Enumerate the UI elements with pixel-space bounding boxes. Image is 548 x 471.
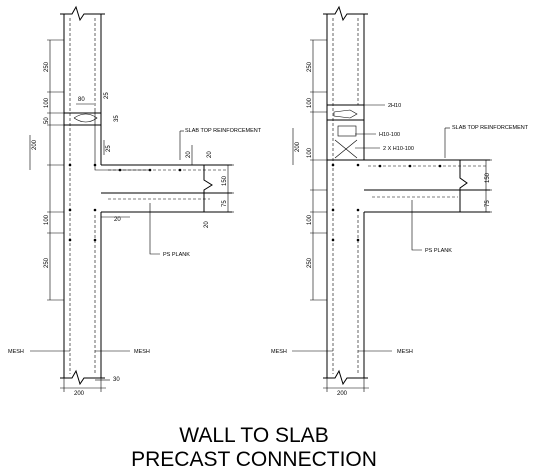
- left-dim-150: 150: [222, 175, 228, 186]
- left-dim-75: 75: [222, 200, 228, 207]
- right-dim-75: 75: [485, 200, 491, 207]
- right-label-slab-top: SLAB TOP REINFORCEMENT: [452, 125, 529, 131]
- right-dim-250-top: 250: [307, 61, 313, 72]
- left-break-bottom: [60, 369, 105, 386]
- left-label-slab-top: SLAB TOP REINFORCEMENT: [185, 128, 262, 134]
- left-dim-100-top: 100: [44, 97, 50, 108]
- left-dim-50: 50: [44, 117, 50, 124]
- right-loop-bar: [333, 109, 358, 119]
- left-dim-20-d: 20: [204, 221, 210, 228]
- left-label-ps-plank: PS PLANK: [163, 252, 190, 258]
- right-dim-ticks: [292, 39, 327, 301]
- right-label-mesh-left: MESH: [271, 349, 287, 355]
- right-slab-break: [459, 160, 468, 212]
- left-dim-30: 30: [113, 377, 120, 383]
- title-line-1: WALL TO SLAB: [179, 424, 328, 447]
- left-break-top: [60, 5, 105, 22]
- right-dim-100-top: 100: [307, 97, 313, 108]
- left-dim-200-width: 200: [74, 391, 85, 397]
- right-dim-100-mid: 100: [307, 147, 313, 158]
- left-slab-break: [203, 165, 213, 212]
- left-dim-20-a: 20: [186, 151, 192, 158]
- left-dim-200: 200: [32, 139, 38, 150]
- left-dim-25-mid: 25: [106, 145, 112, 152]
- left-hook-bar: [94, 110, 150, 171]
- left-dim-25-top: 25: [104, 92, 110, 99]
- right-grout-pocket: [326, 104, 365, 161]
- right-dim-150: 150: [485, 172, 491, 183]
- left-dim-35: 35: [114, 115, 120, 122]
- left-dim-250-top: 250: [44, 61, 50, 72]
- left-plank-leader: [149, 203, 160, 255]
- right-tie-bar: [337, 125, 357, 137]
- left-detail: 250 100 50 200 100 250 80 25 35 25 20 20…: [8, 5, 262, 397]
- right-break-bottom: [323, 369, 368, 386]
- right-dim-100-bottom: 100: [307, 214, 313, 225]
- left-dim-250-bottom: 250: [44, 257, 50, 268]
- right-label-ps-plank: PS PLANK: [425, 248, 452, 254]
- right-plank-leader: [411, 200, 422, 251]
- right-dim-200: 200: [295, 141, 301, 152]
- right-label-2xh10-100: 2 X H10-100: [383, 146, 414, 152]
- right-dim-200-width: 200: [337, 391, 348, 397]
- right-break-top: [323, 5, 368, 22]
- title-line-2: PRECAST CONNECTION: [131, 448, 377, 471]
- left-dim-80: 80: [78, 97, 85, 103]
- right-label-h10-100: H10-100: [379, 132, 400, 138]
- right-cross-bar-2: [334, 139, 358, 159]
- right-detail: 250 100 200 100 100 250 150 75 200 2H10 …: [271, 5, 529, 397]
- right-label-2h10: 2H10: [388, 103, 401, 109]
- left-dim-20-b: 20: [207, 151, 213, 158]
- left-dim-20-c: 20: [114, 217, 121, 223]
- left-dim-100-bottom: 100: [44, 214, 50, 225]
- left-label-mesh-right: MESH: [134, 349, 150, 355]
- left-joint-loop-bar: [73, 113, 98, 123]
- right-label-mesh-right: MESH: [397, 349, 413, 355]
- left-label-mesh-left: MESH: [8, 349, 24, 355]
- right-dim-250-bottom: 250: [307, 257, 313, 268]
- left-dim-ticks: [29, 39, 64, 301]
